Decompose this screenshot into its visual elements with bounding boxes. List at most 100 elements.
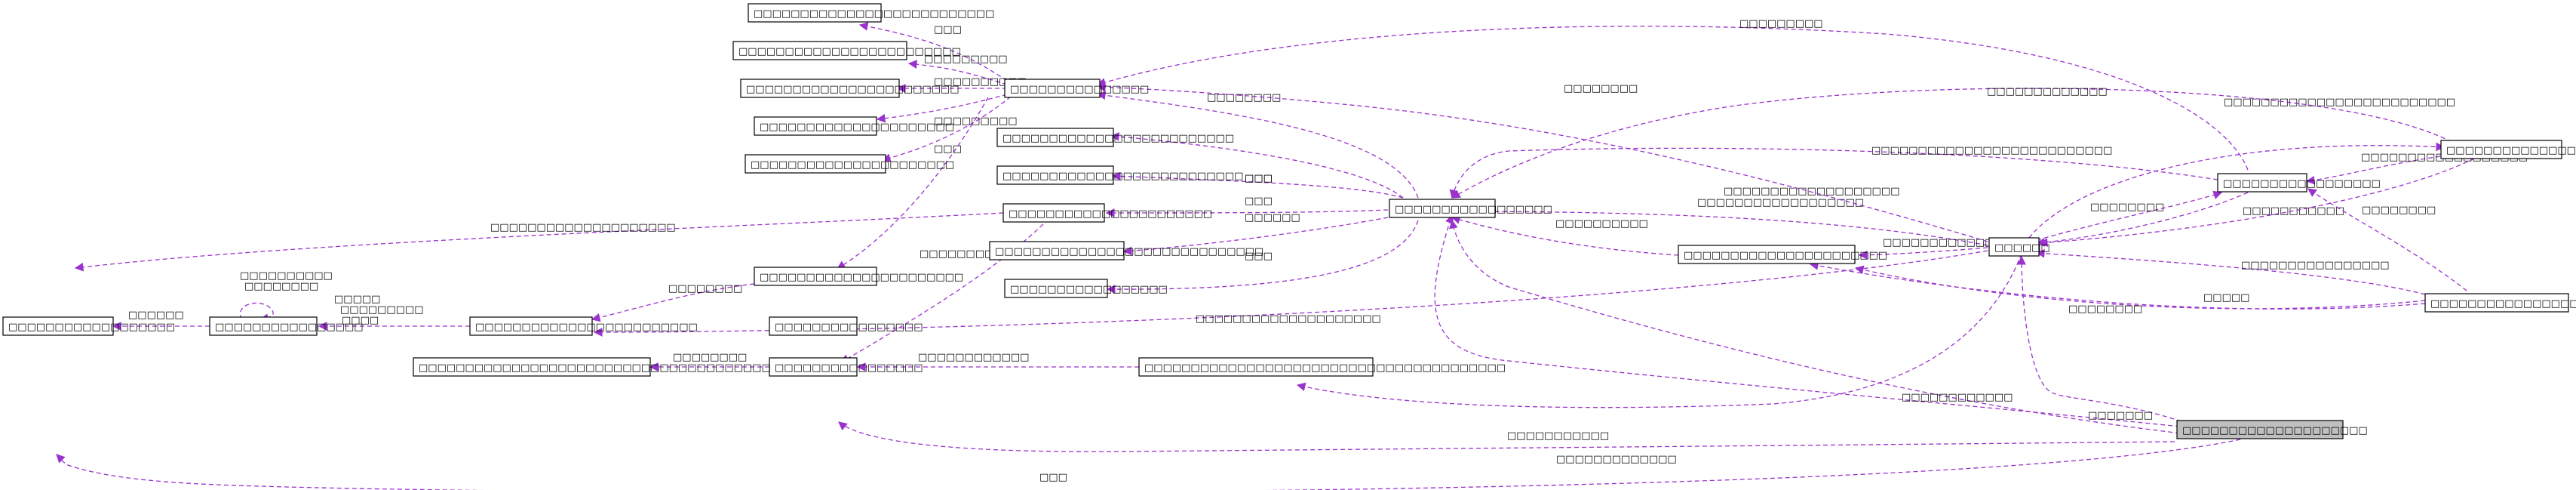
edge-path [1111,171,1404,199]
class-node[interactable]: □□□□□□□□□□□□□□□□□ [1004,279,1168,298]
edge-path [1096,82,1988,242]
nodes: □□□□□□□□□□□□□□□□□□□□ □□□□□□ □□□□□□□□□□□□… [2,3,2576,439]
class-node[interactable]: □□□□□□□□□□□□□□□□□□□□□□ [1002,203,1212,223]
svg-text:□□□□□□□□□□□□□□□□□□□□: □□□□□□□□□□□□□□□□□□□□ [2182,425,2368,436]
class-node[interactable]: □□□□□□□□□□□□□□□□ [769,357,923,377]
svg-text:□□□□□□□□□□□□□□□□: □□□□□□□□□□□□□□□□ [775,362,923,374]
class-node[interactable]: □□□□□□□□□□□□□□□□ [769,316,923,336]
svg-text:□□□□□□: □□□□□□ [1994,242,2050,254]
edge-label: □□□□□□□□□□ [1555,218,1648,230]
edge-label: □□□ [1245,173,1273,184]
class-node[interactable]: □□□□□□□□□□□□□□□ [1004,79,1149,98]
class-node[interactable]: □□□□□□□□□□□□□□□□□□□□□ [754,116,954,136]
edge-path [837,97,989,270]
svg-text:□□□□□□□□□□□□□□□□□□□□□□□□: □□□□□□□□□□□□□□□□□□□□□□□□ [475,322,698,333]
edge-path [2305,156,2441,185]
edge-label: □□□□□ [2203,292,2249,304]
class-node[interactable]: □□□□□□□□□□□□□□□□□□□□□□ [1678,245,1887,264]
edge-label: □□□□□□□□□ [934,116,1018,127]
edge-path [1451,88,2452,199]
svg-text:□□□□□□□□□□□□□□□□: □□□□□□□□□□□□□□□□ [775,322,923,333]
class-node[interactable]: □□□□□□□□□□□□□□□□□ [1389,199,1552,218]
edge-label: □□□□□□□□□□□ [1507,430,1609,442]
edges: □□□ □□□□□□□□□□□□□ □□□□□□□ □□□□□□□□□□□□□□… [56,18,2528,490]
svg-text:□□□□□□□□□□□□□□□□□□: □□□□□□□□□□□□□□□□□□ [8,322,175,333]
edge-path [1451,215,1679,256]
class-node[interactable]: □□□□□□□□□□□□□□□□□□□□□□□□□□ [748,3,994,23]
edge-label: □□□□□□□□□□□□□□□□□□ [1697,197,1864,208]
edge-label: □□□□□□ [1245,212,1300,223]
class-node[interactable]: □□□□□□□□□□□□□□□□□□□□□□□□ [2440,140,2576,159]
edge-path [1105,208,1389,217]
svg-text:□□□□□□□□□□□□□□□□□: □□□□□□□□□□□□□□□□□ [1010,284,1168,295]
edge-label: □□□□□□□□□□□□□□□□□□□□□□□□□□ [1871,145,2112,156]
class-node[interactable]: □□□□□□□□□□□□□□□□□□□□□□□□□□□□□□□□□□□□□□ [413,357,771,377]
edge-path [1809,261,2426,310]
svg-text:□□□□□□□□□□□□□□□□□: □□□□□□□□□□□□□□□□□ [2223,178,2381,190]
edge-path [593,250,1988,337]
svg-text:□□□□□□□□□□□□□□□□□□□□□□□: □□□□□□□□□□□□□□□□□□□□□□□ [746,84,959,95]
class-node[interactable]: □□□□□□□□□□□□□□□□□□□□□□□□□□ [2424,293,2576,313]
svg-text:□□□□□□□□□□□□□□□□□□□□□□□□□□: □□□□□□□□□□□□□□□□□□□□□□□□□□ [1002,171,1243,182]
edge-label: □□□□□□□□□□ [240,270,333,282]
class-node[interactable]: □□□□□□ [1988,237,2050,257]
edge-path [881,96,1012,162]
edge-path [1110,132,1404,199]
edge-path [1449,219,2188,435]
class-node[interactable]: □□□□□□□□□□□□□□□□□□ [2,316,175,336]
class-node[interactable]: □□□□□□□□□□□□□□□□□□□□□□ [745,154,954,174]
svg-text:□□□□□□□□□□□□□□□□□□□□□: □□□□□□□□□□□□□□□□□□□□□ [760,122,954,133]
svg-text:□□□□□□□□□□□□□□□□□□□□□□□□: □□□□□□□□□□□□□□□□□□□□□□□□ [2446,145,2576,156]
svg-text:□□□□□□□□□□□□□□□□: □□□□□□□□□□□□□□□□ [215,322,364,333]
svg-text:□□□□□□□□□□□□□□□□□□□□□□: □□□□□□□□□□□□□□□□□□□□□□ [1009,208,1212,220]
svg-text:□□□□□□□□□□□□□□□□□□□□□□□□□□□□□□: □□□□□□□□□□□□□□□□□□□□□□□□□□□□□□□□□□□□□□ [419,362,771,374]
edge-label: □□□□□□□□□□□□□□ [1883,237,2013,248]
edge-path [1096,91,1419,199]
class-node[interactable]: □□□□□□□□□□□□□□□□□□□□□□□ [740,79,959,98]
edge-label: □□□□□□ [128,310,184,321]
class-node[interactable]: □□□□□□□□□□□□□□□□□ [2217,173,2381,193]
svg-text:□□□□□□□□□□□□□□□□□□□□□□□□□: □□□□□□□□□□□□□□□□□□□□□□□□□ [1002,133,1234,144]
edge-label: □□□□□□□□□□□□□□□□ [2241,260,2390,271]
edge-path [2038,158,2475,248]
edge-label: □□□□□□□□□□ [934,76,1027,88]
svg-text:□□□□□□□□□□□□□□□□□□□□□□: □□□□□□□□□□□□□□□□□□□□□□ [760,272,963,283]
edge-label: □□□□□□□□ [2068,304,2142,315]
edge-label: □□□□□□□□ [1564,83,1638,94]
edge-label: □□□□ [342,315,379,326]
edge-label: □□□□□□□□□ [340,304,424,316]
edge-path [1106,220,1419,294]
edge-path [1296,253,2022,408]
edge-label: □□□□□□□□□□□□□□□□□□□ [1724,186,1899,197]
class-node[interactable]: □□□□□□□□□□□□□□□□□□□□□□□□□□□□□□□□□□□□□□□ [1138,357,1506,377]
edge-label: □□□□□□□□□ [1739,18,1823,29]
edge-label: □□□ [1039,472,1067,483]
edge-label: □□□ [1245,251,1273,262]
class-node[interactable]: □□□□□□□□□□□□□□□□□□□□□□□□ [469,316,698,336]
edge-label: □□□□□□□□□□□□□□□□□□□□ [1196,313,1381,325]
edge-path [2307,188,2467,291]
edge-path [1858,247,1988,260]
class-node-selected[interactable]: □□□□□□□□□□□□□□□□□□□□ [2176,420,2368,439]
edge-label: □□□ [1245,196,1273,207]
edge-path [1434,214,2181,427]
class-node[interactable]: □□□□□□□□□□□□□□□□□□□□□□□□□ [996,128,1234,147]
edge-path [2035,248,2426,295]
edge-path [838,421,2175,452]
edge-path [858,22,1008,82]
class-node[interactable]: □□□□□□□□□□□□□□□□□□□□□□ [754,267,963,286]
class-node[interactable]: □□□□□□□□□□□□□□□□□□□□□□□□□□ [996,165,1243,185]
edge-label: □□□□□□□□□□□□□ [1556,454,1677,465]
edge-path [74,212,1004,272]
edge-path [840,218,1049,363]
class-node[interactable]: □□□□□□□□□□□□□□□□ [209,316,364,336]
edge-label: □□□□□□□□□□□□□ [1987,86,2108,97]
class-node[interactable]: □□□□□□□□□□□□□□□□□□□□□□□□□□□□□ [989,241,1263,260]
edge-label: □□□□□□□□ [668,283,742,294]
edge-label: □□□□□□□□□ [924,54,1008,65]
class-node[interactable]: □□□□□□□□□□□□□□□□□□□□□□□□ [732,41,961,60]
edge-label: □□□□□□□□□□□□ [918,352,1029,363]
edge-path [2035,192,2249,247]
edge-path [1854,265,2426,310]
